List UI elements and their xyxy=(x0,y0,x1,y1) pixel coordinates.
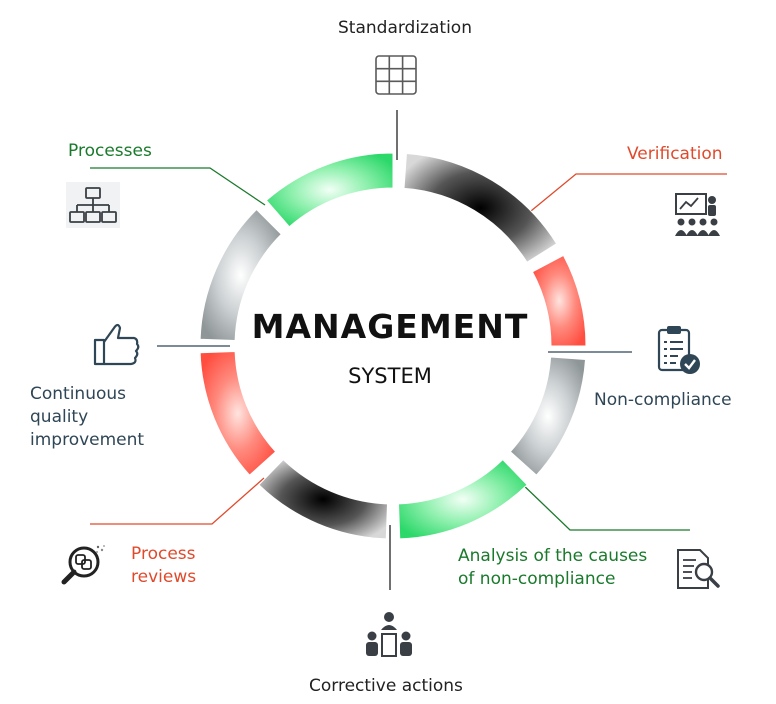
standardization-label: Standardization xyxy=(338,18,472,38)
process-reviews-label-line1: Process xyxy=(131,544,196,564)
center-title: MANAGEMENT xyxy=(251,307,529,346)
continuous-label-line3: improvement xyxy=(30,430,145,450)
continuous-label-line1: Continuous xyxy=(30,384,127,404)
team-icon xyxy=(366,612,412,657)
analysis-connector xyxy=(517,479,690,531)
process-reviews-label-line2: reviews xyxy=(131,567,197,587)
clipboard-check-icon xyxy=(657,326,700,374)
processes-connector xyxy=(90,167,266,206)
analysis-label: Analysis of the causes of non-compliance xyxy=(458,545,647,591)
analysis-label-line1: Analysis of the causes xyxy=(458,546,648,566)
verification-label: Verification xyxy=(627,144,723,164)
center-subtitle: SYSTEM xyxy=(348,364,432,388)
ring-segment-corrective xyxy=(258,458,389,540)
ring-segment-processes xyxy=(265,152,394,228)
corrective-actions-label: Corrective actions xyxy=(309,676,463,696)
thumbs-up-icon xyxy=(93,323,140,366)
ring-segment-analysis xyxy=(397,458,528,540)
ring-segment-continuous xyxy=(199,208,282,342)
continuous-label-line2: quality xyxy=(30,407,89,427)
ring-segment-process-reviews xyxy=(199,350,277,476)
grid-icon xyxy=(375,55,417,95)
document-search-icon xyxy=(677,549,720,589)
magnifier-process-icon xyxy=(61,545,105,585)
presentation-audience-icon xyxy=(675,193,720,236)
process-reviews-connector xyxy=(90,477,265,525)
process-reviews-label: Process reviews xyxy=(131,543,196,589)
non-compliance-label: Non-compliance xyxy=(594,390,732,410)
verification-connector xyxy=(519,173,727,221)
ring-segment-verification xyxy=(531,254,587,347)
analysis-label-line2: of non-compliance xyxy=(458,569,616,589)
ring-segment-non-compliance xyxy=(509,356,587,476)
processes-label: Processes xyxy=(68,141,152,161)
continuous-improvement-label: Continuous quality improvement xyxy=(30,383,144,452)
ring-segment-standardization xyxy=(403,152,558,263)
org-chart-icon xyxy=(66,182,120,228)
